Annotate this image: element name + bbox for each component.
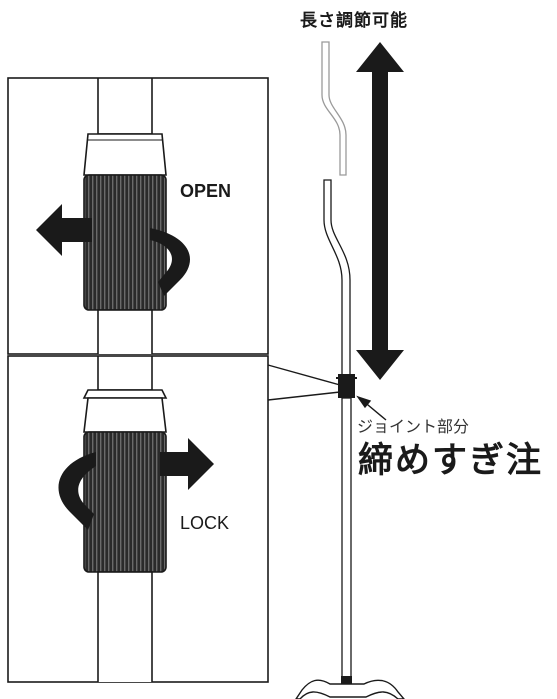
tighten-warning: 締めすぎ注 xyxy=(358,441,544,481)
upper-pole xyxy=(323,179,351,377)
lock-rotate-arrow xyxy=(58,438,214,530)
joint-pointer xyxy=(356,395,387,421)
length-adjustable-label: 長さ調節可能 xyxy=(300,11,408,31)
pole-joint xyxy=(338,374,355,398)
open-rotate-arrow xyxy=(36,204,190,296)
lock-label: LOCK xyxy=(180,513,230,533)
open-label: OPEN xyxy=(180,181,232,201)
joint-part-label: ジョイント部分 xyxy=(357,417,470,436)
lower-pole xyxy=(341,397,352,679)
length-double-arrow xyxy=(356,42,404,380)
callout-wedge xyxy=(267,364,341,401)
open-joint-illustration xyxy=(83,78,167,354)
stand-base xyxy=(295,679,405,699)
lock-joint-illustration xyxy=(82,356,168,682)
ghost-pole xyxy=(321,41,347,176)
